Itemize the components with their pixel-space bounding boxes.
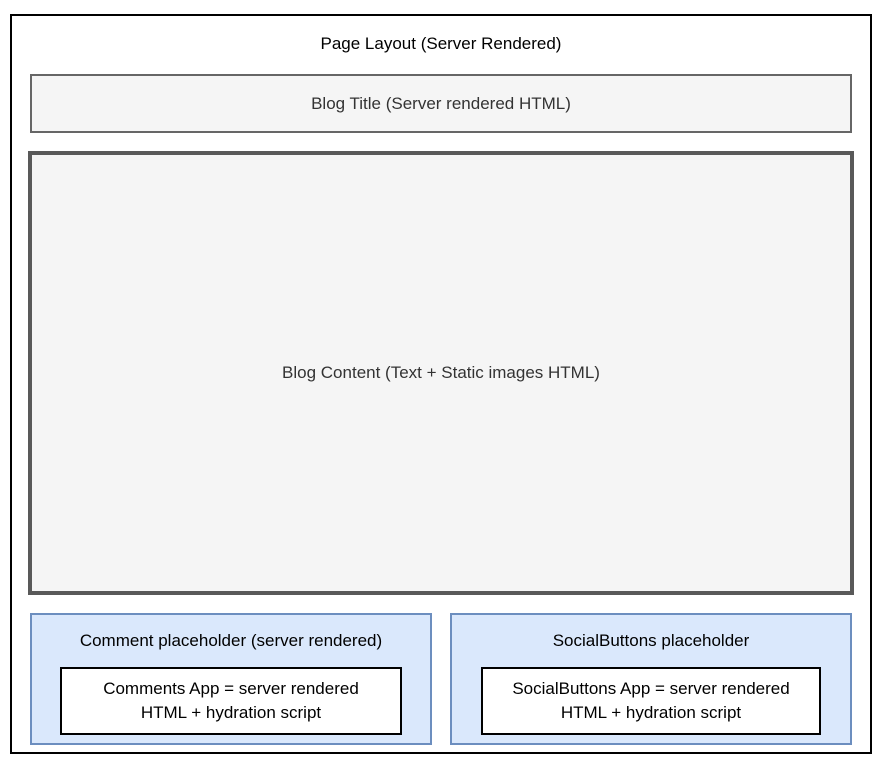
social-buttons-app-label-line2: HTML + hydration script <box>560 703 742 722</box>
page-layout-title: Page Layout (Server Rendered) <box>320 34 562 53</box>
comments-app-box: Comments App = server rendered HTML + hy… <box>60 667 402 735</box>
comment-placeholder-label: Comment placeholder (server rendered) <box>79 631 383 650</box>
comment-placeholder-box: Comment placeholder (server rendered) Co… <box>30 613 432 745</box>
blog-title-box: Blog Title (Server rendered HTML) <box>30 74 852 133</box>
social-buttons-placeholder-box: SocialButtons placeholder SocialButtons … <box>450 613 852 745</box>
comments-app-label-line1: Comments App = server rendered <box>103 679 359 698</box>
comments-app-label-line2: HTML + hydration script <box>140 703 322 722</box>
social-buttons-app-label-line1: SocialButtons App = server rendered <box>512 679 790 698</box>
social-buttons-app-box: SocialButtons App = server rendered HTML… <box>481 667 821 735</box>
social-buttons-placeholder-label: SocialButtons placeholder <box>552 631 750 650</box>
page-layout-box: Page Layout (Server Rendered) Blog Title… <box>10 14 872 754</box>
blog-title-label: Blog Title (Server rendered HTML) <box>311 93 571 113</box>
blog-content-label: Blog Content (Text + Static images HTML) <box>282 363 600 382</box>
blog-content-box: Blog Content (Text + Static images HTML) <box>28 151 854 595</box>
